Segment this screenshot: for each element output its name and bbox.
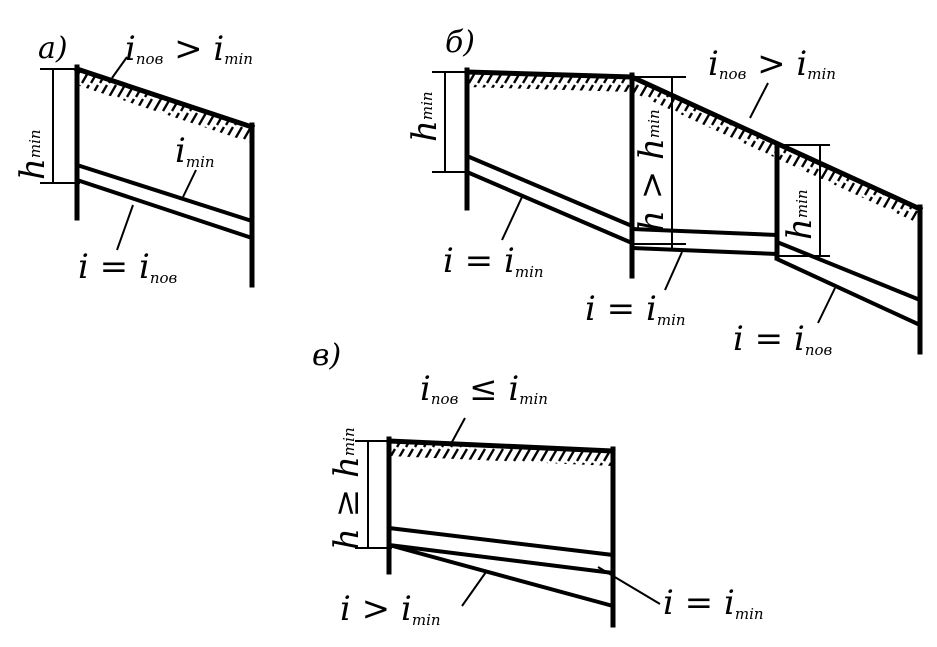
ground-surface-line: [386, 438, 616, 454]
ground-surface-line: [73, 65, 256, 131]
pipe-1-bottom: [466, 170, 633, 245]
panel-b: б) iпов > imin i = imin i = imin: [405, 25, 924, 359]
leader-top: [451, 417, 466, 443]
ground-hatch: [389, 441, 613, 466]
pipe-lower-steep: [388, 543, 614, 608]
pipe-top-line: [76, 163, 253, 223]
leader-bottom: [116, 204, 134, 251]
pipe-upper-top: [388, 526, 614, 557]
leader-lower: [461, 571, 487, 607]
label-a-bottom: i = iпов: [78, 247, 178, 287]
leader-top: [749, 82, 769, 119]
leader-top: [111, 56, 128, 79]
panel-c-label: в): [312, 338, 341, 373]
leader-upper: [597, 566, 661, 605]
label-c-top: iпов ≤ imin: [420, 369, 548, 409]
label-b-mid-pipe: i = imin: [585, 289, 686, 329]
panel-c: в) iпов ≤ imin i > imin i = imin h ≥ hmi…: [312, 338, 764, 629]
label-b-left-pipe: i = imin: [443, 241, 544, 281]
label-a-top: iпов > imin: [125, 29, 253, 69]
panel-a: а) iпов > imin imin i = iпов hmin: [13, 29, 256, 288]
pipe-2-top: [631, 227, 778, 237]
label-c-upper: i = imin: [663, 583, 764, 623]
leader-left-pipe: [501, 196, 523, 241]
label-c-dim: h ≥ hmin: [327, 427, 367, 550]
leader-mid: [182, 169, 197, 198]
leader-mid-pipe: [664, 251, 683, 291]
pipe-3-bottom: [776, 257, 921, 327]
pipe-2-bottom: [631, 246, 778, 256]
ground-hatch: [467, 72, 920, 224]
panel-b-label: б): [445, 25, 475, 60]
label-a-mid: imin: [175, 131, 215, 171]
label-b-dim1: hmin: [405, 91, 445, 142]
label-a-dim: hmin: [13, 129, 53, 180]
label-b-dim3: hmin: [780, 189, 820, 240]
label-b-dim2: h > hmin: [632, 109, 672, 232]
label-b-right-pipe: i = iпов: [733, 319, 833, 359]
label-c-lower: i > imin: [340, 589, 441, 629]
pipe-3-top: [776, 240, 921, 302]
leader-right-pipe: [817, 287, 836, 324]
pipe-upper-bottom: [388, 543, 614, 575]
label-b-top: iпов > imin: [708, 44, 836, 84]
panel-a-label: а): [38, 31, 68, 66]
pipe-bottom-line: [76, 178, 253, 240]
ground-hatch: [77, 69, 252, 143]
pipe-1-top: [466, 154, 633, 228]
